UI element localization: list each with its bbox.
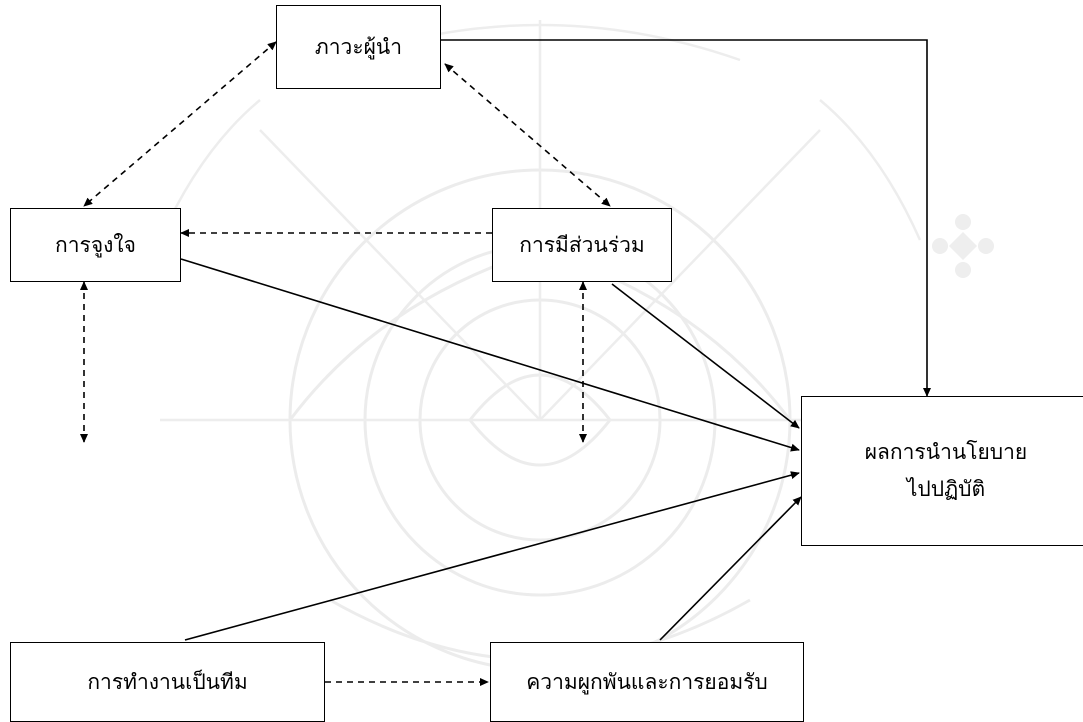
link-leadership-to-outcome — [441, 39, 932, 397]
link-leadership-motivation — [83, 41, 277, 207]
node-commitment-label: ความผูกพันและการยอมรับ — [526, 669, 768, 694]
link-leadership-participation — [444, 63, 611, 207]
link-participation-to-outcome — [611, 283, 800, 429]
node-participation-label: การมีส่วนร่วม — [519, 232, 645, 257]
node-leadership-label: ภาวะผู้นำ — [314, 34, 403, 59]
node-participation: การมีส่วนร่วม — [492, 208, 672, 282]
node-outcome: ผลการนำนโยบาย ไปปฏิบัติ — [801, 396, 1083, 546]
node-teamwork-label: การทำงานเป็นทีม — [87, 669, 248, 694]
node-outcome-label-line1: ผลการนำนโยบาย — [864, 440, 1028, 465]
node-commitment: ความผูกพันและการยอมรับ — [490, 642, 804, 722]
node-motivation: การจูงใจ — [10, 208, 181, 282]
node-leadership: ภาวะผู้นำ — [276, 5, 441, 89]
link-motivation-to-outcome — [180, 258, 800, 452]
link-commitment-to-outcome — [659, 496, 802, 641]
node-teamwork: การทำงานเป็นทีม — [10, 642, 325, 722]
node-outcome-label-line2: ไปปฏิบัติ — [906, 477, 986, 501]
node-motivation-label: การจูงใจ — [55, 232, 136, 257]
link-teamwork-to-outcome — [184, 471, 800, 641]
